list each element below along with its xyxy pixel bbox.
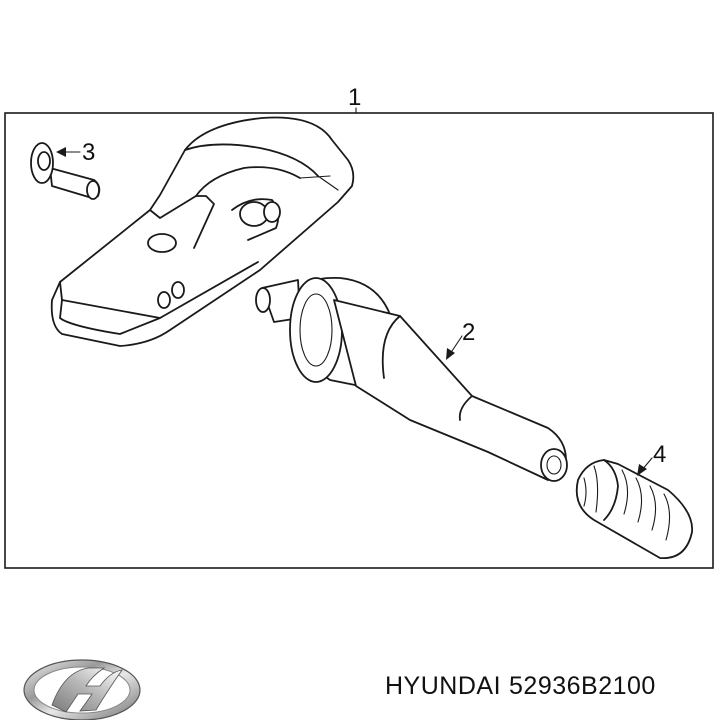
screw [30, 142, 101, 200]
callout-screw: 3 [56, 139, 95, 166]
callout-label-valve-cap: 4 [653, 441, 666, 468]
diagram-frame [4, 112, 714, 569]
callout-valve-cap: 4 [637, 441, 666, 476]
callout-label-assembly: 1 [348, 84, 361, 111]
part-number: 52936B2100 [509, 672, 656, 700]
callout-label-valve-stem: 2 [462, 319, 475, 346]
callout-assembly: 1 [348, 84, 361, 114]
sensor-body [50, 116, 355, 347]
hyundai-logo-icon [23, 659, 141, 720]
brand-name: HYUNDAI [385, 672, 502, 700]
callout-valve-stem: 2 [446, 319, 475, 360]
valve-cap [575, 459, 693, 559]
valve-stem [255, 277, 568, 482]
callout-label-screw: 3 [82, 139, 95, 166]
